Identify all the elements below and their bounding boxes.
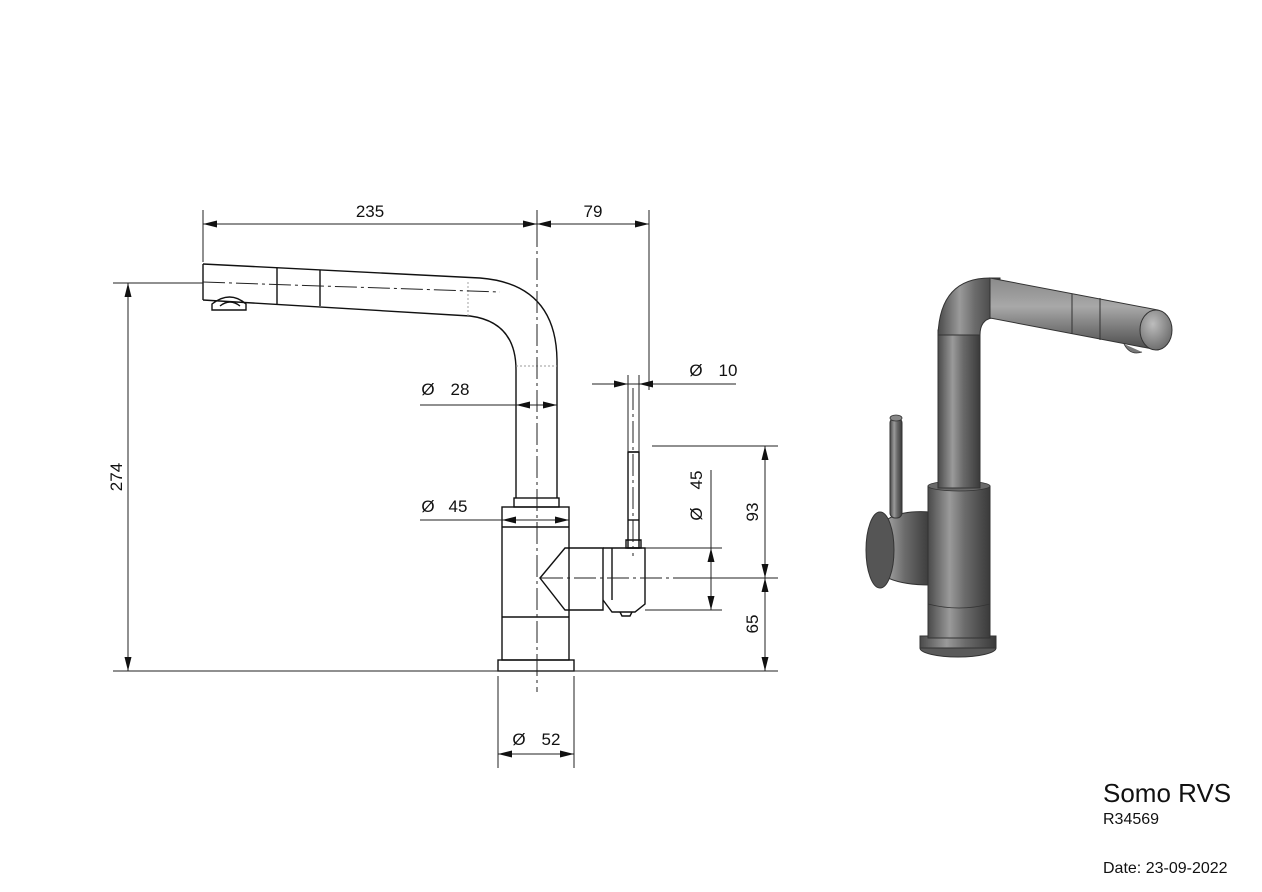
drawing-date: Date: 23-09-2022 bbox=[1103, 860, 1228, 878]
dim-upper-height: 93 bbox=[743, 503, 762, 522]
dim-lever-diameter: 10 bbox=[719, 361, 738, 380]
dimensions: 235 79 274 Ø 28 Ø 10 Ø 45 bbox=[107, 202, 778, 768]
dim-body-diameter: 45 bbox=[449, 497, 468, 516]
faucet-render bbox=[865, 277, 1173, 658]
dim-diameter-symbol: Ø bbox=[689, 361, 702, 380]
dim-total-height: 274 bbox=[107, 463, 126, 491]
date-label: Date: bbox=[1103, 860, 1142, 877]
dim-handle-offset: 79 bbox=[584, 202, 603, 221]
product-name: Somo RVS bbox=[1103, 778, 1232, 808]
title-block: Somo RVS R34569 bbox=[1103, 778, 1231, 830]
dim-diameter-symbol: Ø bbox=[512, 730, 525, 749]
dim-diameter-symbol: Ø bbox=[421, 497, 434, 516]
side-view bbox=[202, 225, 680, 692]
dim-spout-diameter: 28 bbox=[451, 380, 470, 399]
date-value: 23-09-2022 bbox=[1145, 860, 1228, 877]
dim-diameter-symbol: Ø bbox=[421, 380, 434, 399]
dim-diameter-symbol: Ø bbox=[687, 507, 706, 520]
dim-spout-reach: 235 bbox=[356, 202, 384, 221]
dim-base-diameter: 52 bbox=[542, 730, 561, 749]
article-code: R34569 bbox=[1103, 811, 1160, 828]
dim-lower-height: 65 bbox=[743, 615, 762, 634]
dim-handle-body-diameter: 45 bbox=[687, 471, 706, 490]
